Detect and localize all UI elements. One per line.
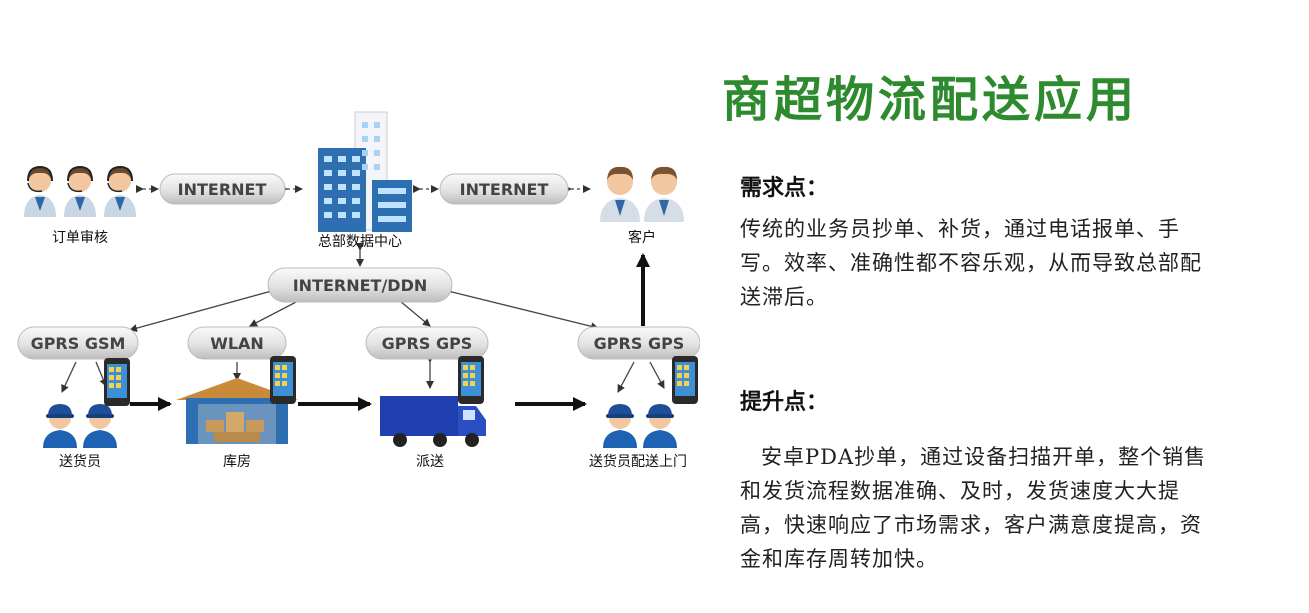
link-ddn-gps1 [392, 293, 431, 327]
warehouse-icon [176, 378, 298, 444]
page-title: 商超物流配送应用 [722, 72, 1139, 128]
customer-icon [600, 166, 640, 222]
label-warehouse: 库房 [223, 454, 251, 470]
courier-group-icon [603, 404, 677, 448]
courier-icon [43, 404, 77, 448]
operator-group-icon [24, 165, 136, 217]
label-order-review: 订单审核 [52, 230, 108, 246]
label-data-center: 总部数据中心 [318, 234, 402, 250]
label-courier: 送货员 [59, 453, 101, 470]
link-gsm-courier [61, 361, 77, 393]
building-icon [318, 111, 412, 232]
pill-gprs-gps-1-label: GPRS GPS [382, 334, 473, 353]
requirement-body: 传统的业务员抄单、补货，通过电话报单、手写。效率、准确性都不容乐观，从而导致总部… [740, 217, 1202, 309]
pill-gprs-gsm: GPRS GSM [17, 326, 139, 360]
connector-lines [61, 185, 665, 393]
courier-icon [643, 404, 677, 448]
customer-group-icon [600, 166, 684, 222]
pill-internet-right-label: INTERNET [460, 180, 549, 199]
pill-gprs-gps-2-label: GPRS GPS [594, 334, 685, 353]
courier-group-icon [43, 404, 117, 448]
operator-icon [104, 165, 136, 217]
label-courier-delivery: 送货员配送上门 [589, 453, 687, 470]
pill-internet-left: INTERNET [159, 173, 286, 205]
link-ddn-gps2 [444, 286, 599, 331]
phone-icon [104, 358, 130, 406]
operator-icon [64, 165, 96, 217]
label-customer: 客户 [628, 229, 656, 246]
pill-gprs-gsm-label: GPRS GSM [31, 334, 126, 353]
pill-gprs-gps-2: GPRS GPS [577, 326, 700, 360]
phone-icon [270, 356, 296, 404]
truck-icon [380, 396, 486, 447]
link-gps2-phone [649, 361, 665, 389]
link-ddn-gsm [129, 286, 276, 332]
phone-icon [458, 356, 484, 404]
pill-internet-ddn: INTERNET/DDN [267, 267, 453, 303]
link-ddn-wlan [249, 293, 309, 327]
phone-icon [672, 356, 698, 404]
customer-icon [644, 166, 684, 222]
courier-icon [603, 404, 637, 448]
improvement-body: 安卓PDA抄单，通过设备扫描开单，整个销售和发货流程数据准确、及时，发货速度大大… [740, 445, 1207, 571]
improvement-heading: 提升点： [740, 389, 829, 415]
pill-internet-left-label: INTERNET [178, 180, 267, 199]
pill-internet-right: INTERNET [439, 173, 569, 205]
pill-wlan: WLAN [187, 326, 287, 360]
flow-arrows [130, 253, 650, 411]
pill-internet-ddn-label: INTERNET/DDN [293, 276, 428, 295]
pill-gprs-gps-1: GPRS GPS [365, 326, 489, 360]
link-gps2-courier [617, 361, 635, 393]
label-dispatch: 派送 [416, 454, 444, 470]
pill-wlan-label: WLAN [210, 334, 264, 353]
courier-icon [83, 404, 117, 448]
operator-icon [24, 165, 56, 217]
requirement-heading: 需求点： [740, 175, 829, 201]
logistics-diagram: INTERNET INTERNET INTERNET/DDN GPRS GSM … [17, 111, 700, 470]
